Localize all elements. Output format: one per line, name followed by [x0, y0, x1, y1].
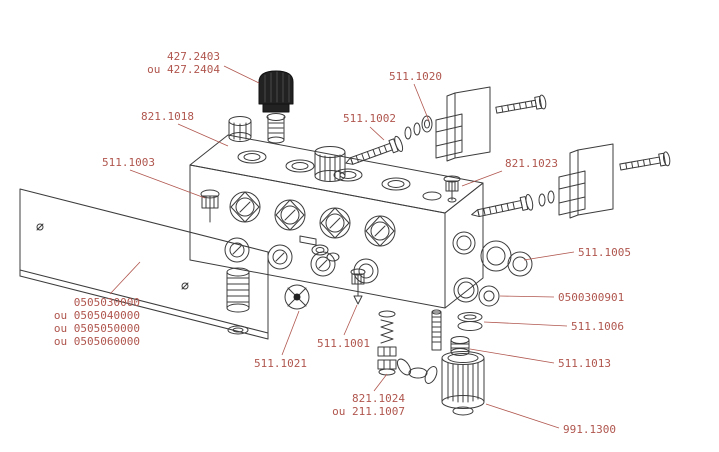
part-label-511-1021: 511.1021 [254, 357, 307, 370]
washers-mid [538, 190, 555, 207]
screw-upper [345, 135, 404, 165]
part-label-821-1024: 821.1024 ou 211.1007 [332, 392, 405, 418]
part-label-511-1001: 511.1001 [317, 337, 370, 350]
handwheel [284, 284, 310, 310]
knurled-cap [228, 116, 252, 142]
union-rings [311, 244, 340, 262]
screw-bracket-upper [495, 94, 547, 114]
part-label-511-1020: 511.1020 [389, 70, 442, 83]
part-label-511-1002: 511.1002 [343, 112, 396, 125]
seal-ring [478, 285, 500, 307]
part-label-0500300901: 0500300901 [558, 291, 625, 304]
washer-stack [457, 312, 483, 331]
drain-assembly [396, 309, 485, 416]
part-label-821-1023: 821.1023 [505, 157, 558, 170]
mounting-plate [19, 188, 269, 340]
part-label-plate: 0505030000 ou 0505040000 ou 0505050000 o… [53, 296, 140, 348]
screw-bracket-lower [619, 151, 671, 171]
small-valve [350, 268, 366, 305]
leader-lines [109, 65, 575, 429]
knurled-cylinder [314, 146, 346, 182]
bracket-upper [435, 86, 491, 162]
part-label-511-1013: 511.1013 [558, 357, 611, 370]
part-label-511-1003: 511.1003 [102, 156, 155, 169]
bellows [226, 267, 250, 335]
part-label-991-1300: 991.1300 [563, 423, 616, 436]
screw-mid [471, 193, 534, 218]
left-valve [200, 189, 220, 223]
actuator-cap [258, 70, 294, 144]
part-label-511-1005: 511.1005 [578, 246, 631, 259]
fitting-stack [377, 310, 397, 376]
part-label-427-2403: 427.2403 ou 427.2404 [147, 50, 220, 76]
manifold-block [189, 134, 484, 309]
part-label-821-1018: 821.1018 [141, 110, 194, 123]
ring-fittings [480, 240, 533, 277]
bleed-valve [443, 175, 461, 203]
bracket-lower [558, 143, 614, 219]
part-label-511-1006: 511.1006 [571, 320, 624, 333]
